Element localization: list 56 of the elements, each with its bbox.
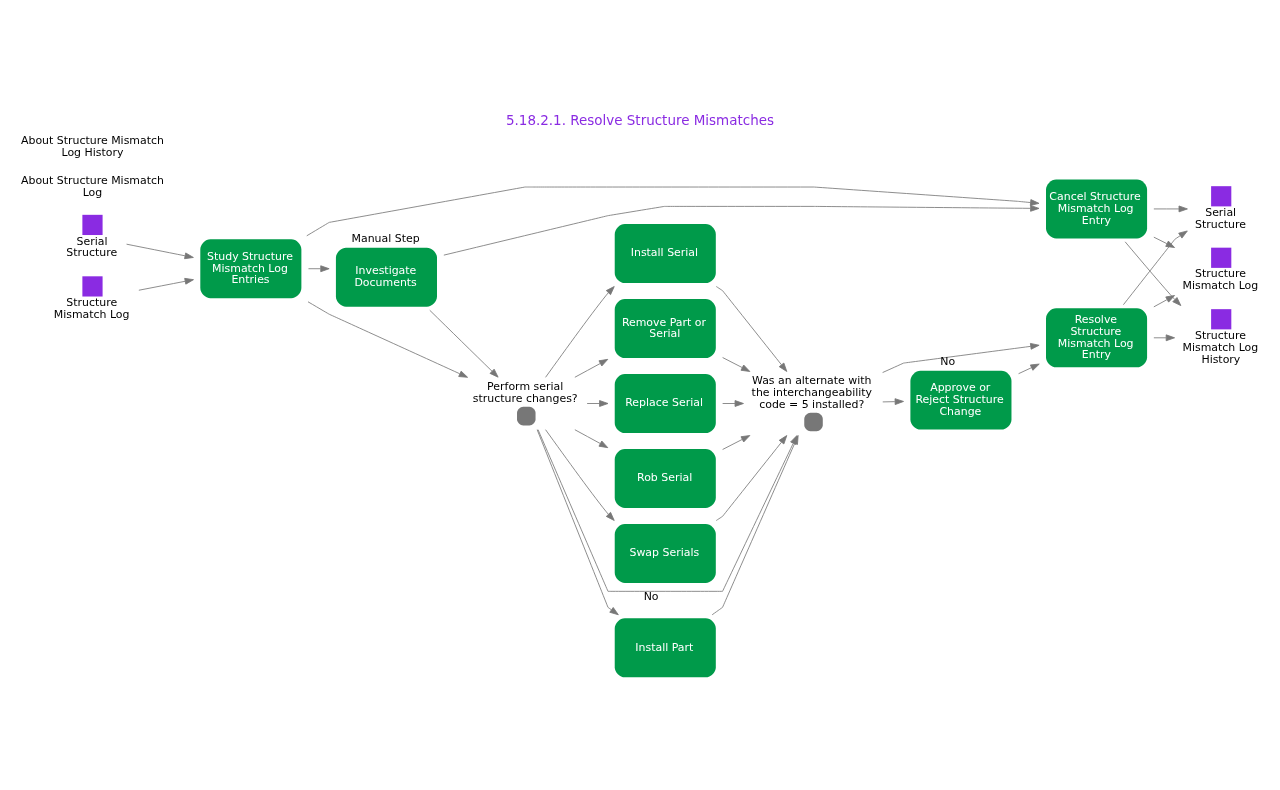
arrow <box>126 243 194 259</box>
node-box <box>82 275 103 297</box>
arrow <box>586 399 609 407</box>
arrow <box>722 434 751 450</box>
node-box: Resolve Structure Mismatch Log Entry <box>1046 307 1148 367</box>
node-box: Approve or Reject Structure Change <box>910 370 1012 430</box>
label: About Structure Mismatch Log History <box>21 133 164 159</box>
label: About Structure Mismatch Log <box>21 173 164 199</box>
arrow <box>1153 236 1175 248</box>
arrow <box>545 428 615 521</box>
arrow <box>536 428 619 615</box>
edge-label: No <box>643 589 659 603</box>
arrow <box>429 309 499 378</box>
node-label: Was an alternate with the interchangeability code = 5 installed? <box>751 373 873 411</box>
node-box: Investigate Documents <box>335 247 437 307</box>
arrow <box>715 285 788 372</box>
node-box <box>1211 308 1232 329</box>
arrow <box>722 399 744 407</box>
arrow <box>1153 294 1175 307</box>
node-box <box>1211 247 1232 268</box>
arrow <box>1153 333 1175 341</box>
arrow <box>715 434 788 521</box>
arrow <box>574 358 609 378</box>
node-label: Structure Mismatch Log <box>1182 266 1259 292</box>
edge-label: No <box>940 354 956 368</box>
node-box: Study Structure Mismatch Log Entries <box>200 238 302 298</box>
arrow <box>307 300 468 378</box>
node-label: Manual Step <box>351 231 420 245</box>
arrow <box>882 397 904 405</box>
arrow <box>306 186 1040 236</box>
node-box: Install Serial <box>614 223 716 283</box>
node-box <box>1211 185 1232 206</box>
node-box: Remove Part or Serial <box>614 298 716 358</box>
node-box: Replace Serial <box>614 373 716 433</box>
arrow <box>1018 363 1040 374</box>
arrow <box>722 356 751 372</box>
node-box <box>82 214 103 235</box>
node-label: Perform serial structure changes? <box>472 379 578 405</box>
node-label: Serial Structure <box>1195 205 1246 231</box>
arrow <box>1153 205 1188 212</box>
arrow <box>574 428 609 448</box>
arrow <box>138 277 194 291</box>
arrow <box>1124 240 1182 306</box>
arrow <box>545 285 615 378</box>
node-label: Structure Mismatch Log History <box>1182 328 1259 366</box>
arrow <box>882 342 1040 373</box>
diagram-title: 5.18.2.1. Resolve Structure Mismatches <box>505 111 775 128</box>
node-box: Swap Serials <box>614 523 716 583</box>
node-box: Rob Serial <box>614 448 716 508</box>
arrow <box>308 264 330 272</box>
arrow <box>443 204 1040 256</box>
node-box: Install Part <box>614 617 716 677</box>
node-box: Cancel Structure Mismatch Log Entry <box>1046 178 1148 238</box>
node-label: Serial Structure <box>66 234 118 259</box>
node-label: Structure Mismatch Log <box>53 295 130 321</box>
arrow <box>1123 230 1188 305</box>
